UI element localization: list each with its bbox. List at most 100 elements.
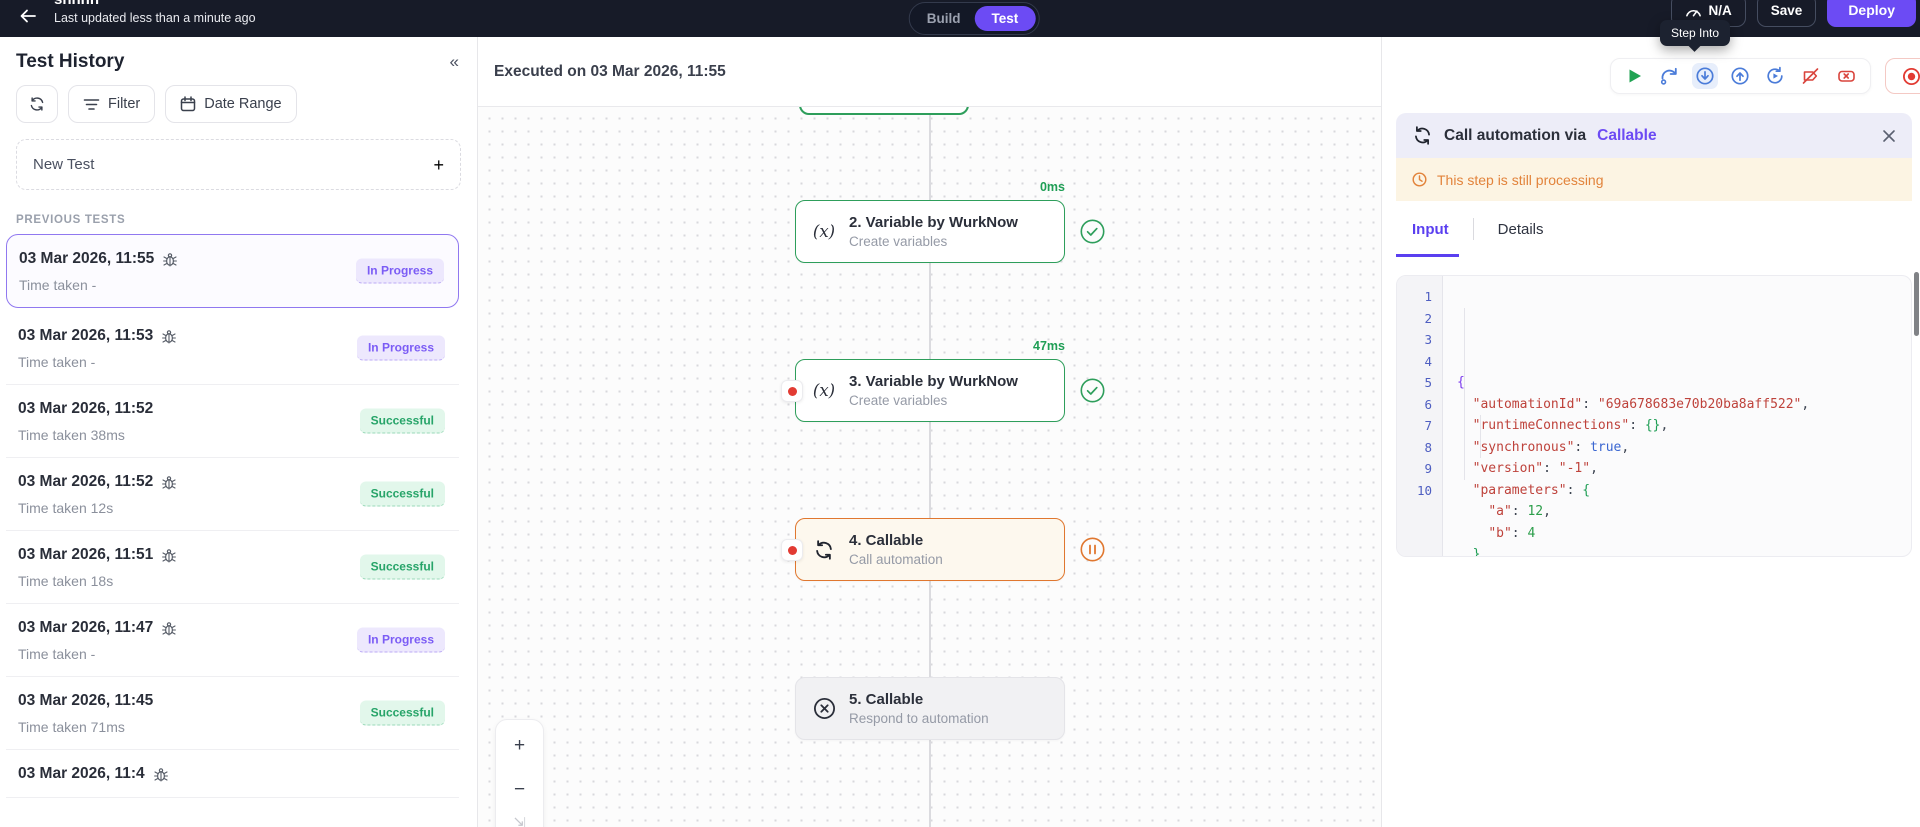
workflow-node[interactable]: 4. Callable Call automation [795,518,1065,581]
breakpoint-remove-button[interactable] [1836,66,1857,86]
panel-scrollbar[interactable] [1914,272,1919,336]
step-over-button[interactable] [1659,66,1680,86]
health-label: N/A [1708,2,1732,18]
node-status-icon [1079,377,1106,404]
code-line: "version": "-1", [1472,461,1598,476]
node-subtitle: Call automation [849,552,943,567]
restart-button[interactable] [1765,66,1785,86]
code-line: { [1457,375,1465,390]
test-history-item[interactable]: 03 Mar 2026, 11:55 Time taken - In Progr… [6,234,459,308]
test-history-item[interactable]: 03 Mar 2026, 11:52 Time taken 38ms Succe… [6,385,459,458]
date-range-button[interactable]: Date Range [165,85,297,123]
test-time-taken: Time taken - [18,646,96,662]
test-date: 03 Mar 2026, 11:4 [18,765,145,782]
sidebar-title: Test History [16,51,125,72]
node-status-icon [1079,536,1106,563]
tab-divider [1472,218,1474,240]
workflow-node[interactable]: (x) 2. Variable by WurkNow Create variab… [795,200,1065,263]
test-time-taken: Time taken 12s [18,500,114,516]
code-line: "automationId": "69a678683e70b20ba8aff52… [1472,396,1810,412]
node-duration-label: 47ms [1033,339,1065,353]
breakpoint-remove-icon [1838,70,1855,82]
node-1-partial[interactable] [799,107,969,115]
refresh-icon [30,97,44,111]
close-panel-button[interactable] [1882,129,1896,143]
node-subtitle: Create variables [849,393,948,408]
test-history-item[interactable]: 03 Mar 2026, 11:52 Time taken 12s Succes… [6,458,459,531]
step-into-button[interactable] [1692,63,1718,89]
deploy-button[interactable]: Deploy [1827,0,1916,27]
node-icon [811,696,837,721]
step-out-icon [1731,67,1749,85]
breakpoint-indicator[interactable] [781,539,803,561]
test-history-item[interactable]: 03 Mar 2026, 11:53 Time taken - In Progr… [6,312,459,385]
test-date: 03 Mar 2026, 11:53 [18,327,154,344]
play-button[interactable] [1624,66,1644,86]
debug-toolbar: Stop [1610,58,1920,94]
topbar-actions: N/A Save Deploy [1670,0,1920,27]
last-updated-text: Last updated less than a minute ago [54,11,256,25]
node-icon [811,539,837,561]
test-history-item[interactable]: 03 Mar 2026, 11:4 [6,750,459,798]
code-line: "b": 4 [1488,525,1536,541]
plus-icon: + [433,154,444,175]
test-date: 03 Mar 2026, 11:51 [18,546,154,563]
automation-title: shhhh [54,0,256,7]
workflow-node[interactable]: (x) 3. Variable by WurkNow Create variab… [795,359,1065,422]
workflow-canvas[interactable]: 0ms (x) 2. Variable by WurkNow Create va… [478,107,1381,827]
previous-tests-heading: PREVIOUS TESTS [16,214,126,226]
calendar-icon [180,96,196,112]
gauge-icon [1685,9,1701,16]
zoom-in-button[interactable]: + [496,724,543,768]
stop-button[interactable]: Stop [1885,58,1920,94]
fit-view-button-partial[interactable]: ⇲ [513,815,526,827]
test-date: 03 Mar 2026, 11:47 [18,619,154,636]
node-title: 4. Callable [849,532,924,549]
test-history-item[interactable]: 03 Mar 2026, 11:45 Time taken 71ms Succe… [6,677,459,750]
build-tab[interactable]: Build [913,6,975,31]
filter-button[interactable]: Filter [68,85,156,123]
tab-input[interactable]: Input [1396,201,1459,257]
test-time-taken: Time taken - [19,277,97,293]
node-duration-label: 0ms [1039,180,1065,194]
back-button[interactable] [18,6,38,29]
play-icon [1629,69,1641,83]
new-test-button[interactable]: New Test + [16,139,461,190]
save-button[interactable]: Save [1756,0,1817,27]
executed-on-label: Executed on 03 Mar 2026, 11:55 [494,62,726,80]
circle-x-icon [813,697,835,720]
breakpoint-indicator[interactable] [781,380,803,402]
check-circle-icon [1080,378,1105,403]
tab-details[interactable]: Details [1497,220,1544,238]
test-tab[interactable]: Test [974,6,1036,31]
canvas-zoom-controls: + − ⇲ [495,719,544,827]
breakpoint-disable-button[interactable] [1800,66,1821,86]
workflow-node[interactable]: 5. Callable Respond to automation [795,677,1065,740]
test-history-item[interactable]: 03 Mar 2026, 11:47 Time taken - In Progr… [6,604,459,677]
execution-header: Executed on 03 Mar 2026, 11:55 [478,37,1381,107]
test-history-item[interactable]: 03 Mar 2026, 11:51 Time taken 18s Succes… [6,531,459,604]
callable-link[interactable]: Callable [1597,126,1657,144]
processing-warning: This step is still processing [1396,158,1912,201]
collapse-sidebar-button[interactable]: « [449,52,459,71]
status-badge: In Progress [355,258,444,284]
node-title: 3. Variable by WurkNow [849,373,1018,390]
zoom-out-button[interactable]: − [496,768,543,812]
bug-icon [162,621,177,636]
date-range-label: Date Range [204,96,282,112]
node-icon: (x) [812,381,836,400]
refresh-button[interactable] [16,85,58,123]
title-block: shhhh Last updated less than a minute ag… [54,0,256,25]
arrow-left-icon [20,9,36,23]
filter-icon [83,98,100,110]
step-out-button[interactable] [1730,66,1750,86]
main-area: Test History « Filter [0,37,1920,827]
new-test-label: New Test [33,156,95,173]
node-subtitle: Respond to automation [849,711,989,726]
bug-icon [162,329,177,344]
restart-icon [1767,66,1783,84]
workflow-canvas-column: Executed on 03 Mar 2026, 11:55 0ms (x) 2… [478,37,1381,827]
pause-circle-icon [1080,537,1105,562]
